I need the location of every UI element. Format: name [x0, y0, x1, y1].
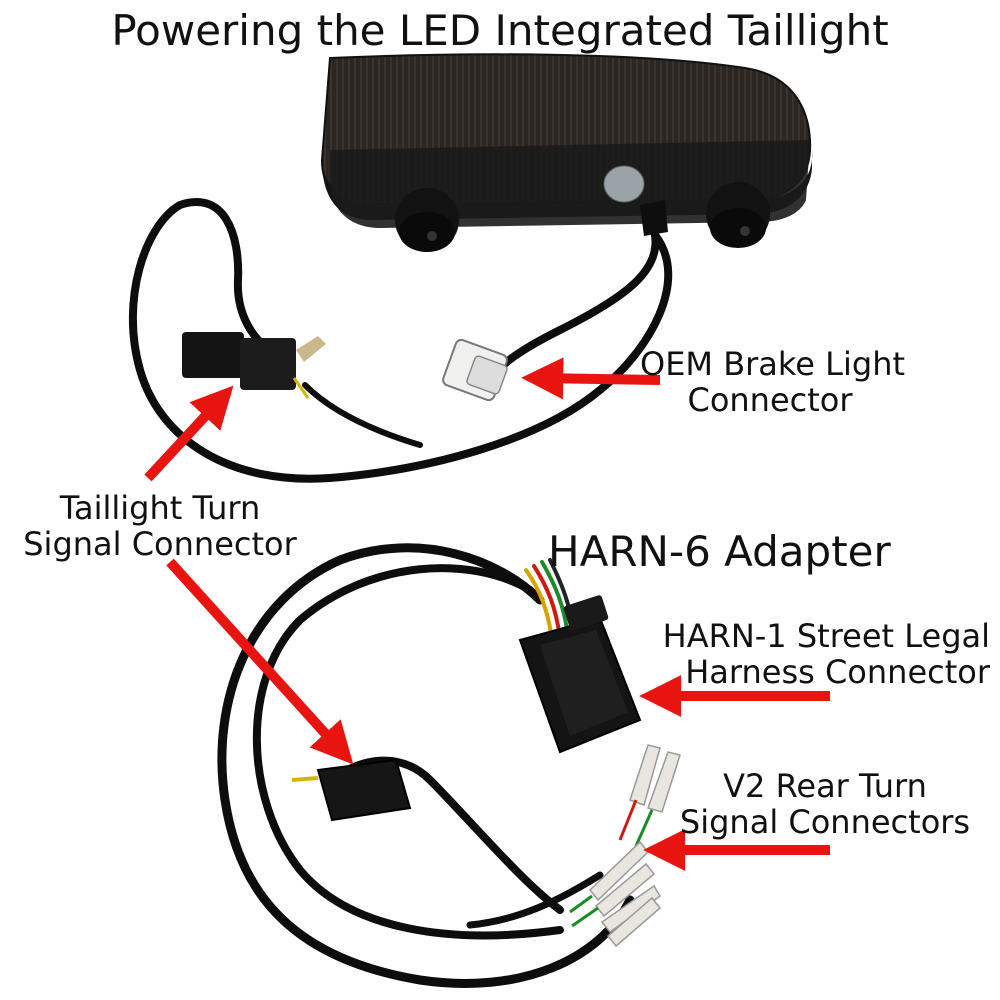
adapter-title: HARN-6 Adapter: [548, 527, 891, 576]
oem-brake-light-connector: [442, 338, 508, 402]
arrow-oem-brake: [521, 357, 661, 400]
v2-rear-label: V2 Rear Turn Signal Connectors: [660, 768, 990, 840]
callout-arrows: [144, 357, 830, 871]
taillight-turn-signal-connector-top: [182, 332, 326, 399]
adapter-cable-lower: [466, 871, 604, 929]
adapter-cable-mid: [336, 756, 564, 914]
v2-rear-label-line2: Signal Connectors: [679, 803, 971, 841]
cable-boot: [640, 200, 668, 236]
mounting-post-left: [395, 188, 459, 252]
taillight-turn-label: Taillight Turn Signal Connector: [10, 490, 310, 562]
v2-bullet-connectors-lower: [569, 840, 662, 948]
adapter-wiring: [217, 543, 635, 988]
taillight-unit: [320, 53, 813, 252]
harn1-label: HARN-1 Street Legal Harness Connector: [620, 618, 990, 690]
taillight-cable-loop: [128, 198, 673, 483]
harn1-harness-connector: [518, 595, 642, 754]
taillight-turn-label-line1: Taillight Turn: [59, 489, 261, 527]
taillight-turn-label-line2: Signal Connector: [23, 525, 297, 563]
page-title: Powering the LED Integrated Taillight: [111, 6, 889, 55]
arrow-taillight-turn-top: [144, 385, 234, 482]
v2-rear-label-line1: V2 Rear Turn: [723, 767, 927, 805]
mounting-post-right: [706, 182, 770, 248]
taillight-cable-to-turn: [302, 382, 423, 448]
harn1-label-line2: Harness Connector: [685, 653, 990, 691]
hologram-sticker: [603, 165, 645, 203]
taillight-turn-signal-connector-bottom: [291, 758, 412, 822]
oem-brake-label: OEM Brake Light Connector: [640, 345, 906, 419]
adapter-cable-outer: [217, 543, 635, 988]
adapter-cable-inner: [252, 564, 564, 940]
oem-brake-label-line2: Connector: [687, 381, 853, 419]
v2-bullet-connectors-upper: [618, 744, 681, 847]
arrow-taillight-turn-bottom: [166, 558, 354, 765]
oem-brake-label-line1: OEM Brake Light: [640, 345, 906, 383]
harn1-label-line1: HARN-1 Street Legal: [662, 617, 990, 655]
